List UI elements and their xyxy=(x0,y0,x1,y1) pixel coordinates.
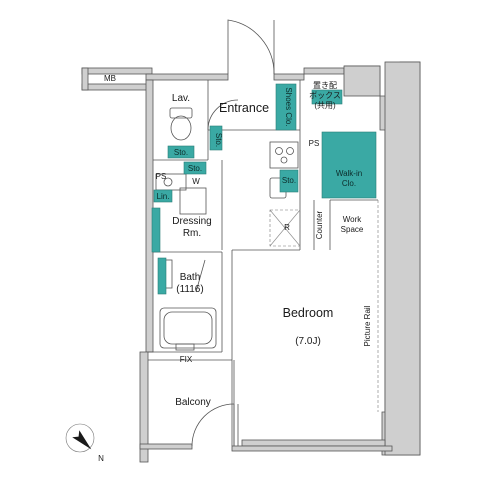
entrance-sto-label: Sto. xyxy=(214,133,223,147)
delivery-box-label-3: (共用) xyxy=(314,101,336,110)
balcony-left-wall xyxy=(139,351,149,463)
w-label: W xyxy=(192,177,200,186)
mb-left-wall xyxy=(81,67,89,91)
partitions xyxy=(148,80,379,446)
kitchen-sto-block xyxy=(279,169,299,193)
top-wall-left xyxy=(145,73,229,81)
work-space-label-2: Space xyxy=(341,225,364,234)
entrance-sto-block xyxy=(209,125,223,151)
labels: MB Lav. Entrance Shoes Clo. 置き配 ボックス (共用… xyxy=(104,74,372,408)
kitchen-sto-label: Sto. xyxy=(282,176,296,185)
washbasin-bowl xyxy=(163,177,173,187)
shoes-closet-block xyxy=(275,83,297,131)
fridge-label: R xyxy=(284,223,290,232)
picture-rail-label: Picture Rail xyxy=(363,305,372,346)
burner-1 xyxy=(275,147,283,155)
counter-label: Counter xyxy=(315,210,324,239)
ps-left-label: PS xyxy=(156,172,167,181)
bedroom-size-label: (7.0J) xyxy=(295,336,321,347)
delivery-box-top-wall xyxy=(303,67,345,75)
top-wall-right xyxy=(273,73,305,81)
dressing-label-1: Dressing xyxy=(172,216,211,227)
right-column-top xyxy=(343,65,381,97)
fridge-space xyxy=(269,209,301,247)
dressing-sto-block xyxy=(183,161,207,175)
walk-in-closet-block xyxy=(321,131,377,199)
balcony-bottom-rail xyxy=(139,443,193,450)
bedroom-bottom-wall xyxy=(241,439,386,447)
entrance-label: Entrance xyxy=(219,101,269,115)
compass xyxy=(65,423,95,453)
delivery-box-label-1: 置き配 xyxy=(313,81,337,90)
bathtub xyxy=(159,307,217,349)
lav-sto-label: Sto. xyxy=(174,148,188,157)
ps-right-label: PS xyxy=(309,139,320,148)
delivery-box-block xyxy=(311,89,343,105)
fix-label: FIX xyxy=(180,355,193,364)
lav-label: Lav. xyxy=(172,93,190,104)
bath-label-2: (1116) xyxy=(176,284,203,295)
dressing-label-2: Rm. xyxy=(183,228,201,239)
delivery-box-label-2: ボックス xyxy=(309,91,341,100)
burner-2 xyxy=(286,147,294,155)
work-space-label-1: Work xyxy=(343,215,363,224)
toilet-bowl xyxy=(170,115,192,141)
lin-block xyxy=(153,189,173,203)
toilet-tank xyxy=(169,107,193,119)
structural-walls xyxy=(81,61,421,463)
bath-side-block xyxy=(157,257,167,295)
compass-arrow-icon xyxy=(72,430,92,450)
right-column-main xyxy=(384,61,421,456)
storage-blocks xyxy=(151,83,377,295)
burner-3 xyxy=(280,156,288,164)
bath-label-1: Bath xyxy=(180,272,201,283)
lav-sto-block xyxy=(167,145,195,159)
walkin-label-1: Walk-in xyxy=(336,169,362,178)
lav-door xyxy=(207,99,239,131)
mb-label: MB xyxy=(104,74,116,83)
stove xyxy=(269,141,299,169)
bottom-rail xyxy=(231,445,393,452)
bathtub-inner xyxy=(163,311,213,345)
fixtures xyxy=(155,107,301,351)
washer xyxy=(179,187,207,215)
compass-north-label: N xyxy=(98,454,104,463)
doors xyxy=(191,19,275,447)
balcony-door xyxy=(191,403,235,447)
fix-window xyxy=(175,343,195,351)
walkin-label-2: Clo. xyxy=(342,179,356,188)
bath-door xyxy=(195,259,206,293)
fridge-cross-2 xyxy=(269,209,301,247)
mb-top-wall xyxy=(81,67,153,75)
bedroom-label: Bedroom xyxy=(283,306,334,320)
shoes-clo-label: Shoes Clo. xyxy=(284,87,293,126)
balcony-label: Balcony xyxy=(175,397,211,408)
entrance-door xyxy=(227,19,275,75)
mb-bottom-wall xyxy=(81,83,153,91)
dressing-side-block xyxy=(151,207,161,253)
dressing-sto-label: Sto. xyxy=(188,164,202,173)
lin-label: Lin. xyxy=(157,192,170,201)
